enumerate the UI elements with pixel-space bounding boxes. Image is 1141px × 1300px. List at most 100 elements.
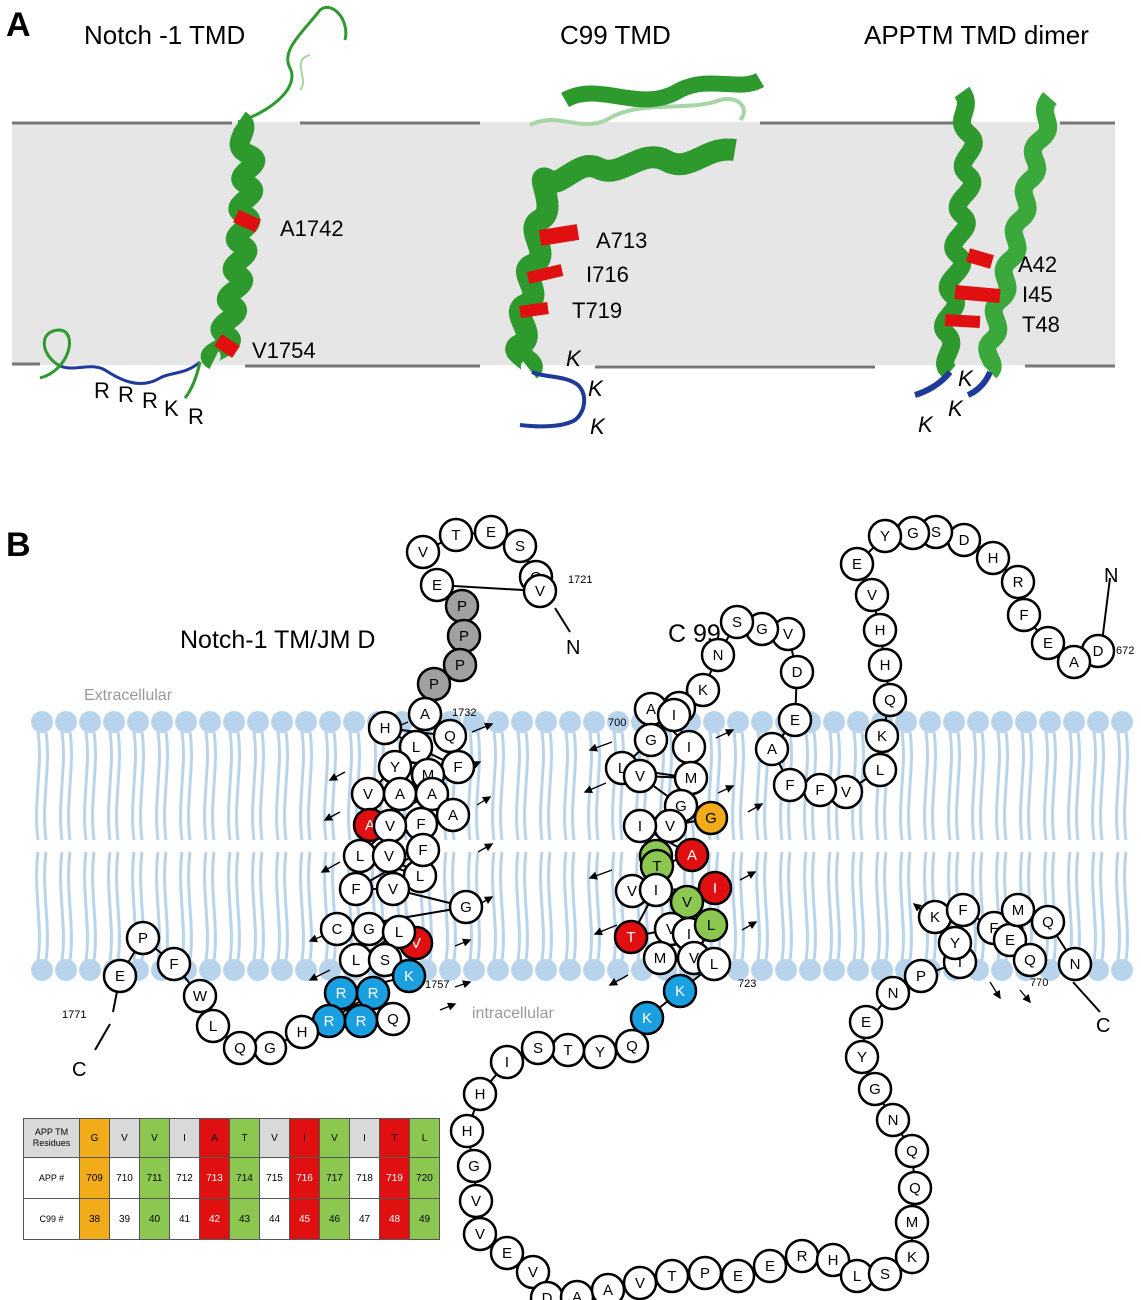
- notch-c-terminus: C: [72, 1059, 86, 1081]
- residue-circle: [473, 514, 509, 550]
- table-cell: 717: [319, 1157, 350, 1199]
- lipid-tail: [995, 731, 1001, 841]
- residue-letter: I: [638, 818, 642, 835]
- lipid-head: [751, 711, 773, 733]
- residue-circle: [448, 889, 484, 925]
- lipid-tail: [827, 851, 833, 961]
- residue-circle: [489, 1235, 525, 1271]
- arrow-head: [608, 978, 619, 986]
- residue-circle: [815, 1242, 851, 1278]
- lipid-tail: [611, 851, 617, 961]
- residue-letter: Q: [387, 1011, 399, 1028]
- lipid-tail: [283, 731, 289, 841]
- lipid-head: [79, 711, 101, 733]
- residue-letter: F: [815, 782, 824, 799]
- residue-letter: E: [790, 712, 800, 729]
- lipid-tail: [899, 731, 905, 841]
- lipid-head: [271, 711, 293, 733]
- arrow-head: [724, 785, 735, 793]
- residue-circle: [685, 672, 721, 708]
- table-cell: 42: [199, 1198, 230, 1240]
- residue-circle: [442, 647, 478, 683]
- residue-letter: A: [603, 1282, 613, 1299]
- lipid-tail: [907, 851, 913, 961]
- residue-letter: V: [689, 950, 699, 967]
- arrow-head: [724, 729, 735, 737]
- residue-letter: V: [635, 768, 645, 785]
- lipid-tail: [835, 851, 841, 961]
- residue-circle: [638, 872, 674, 908]
- lipid-head: [943, 711, 965, 733]
- residue-numbers: 1721 1732 1757 1771 700 723 770 672: [62, 574, 1134, 1021]
- residue-letter: G: [468, 1158, 480, 1175]
- residue-letter: G: [705, 810, 717, 827]
- residue-circle: [284, 1014, 320, 1050]
- residue-circle: [590, 1272, 626, 1300]
- residue-circle: [375, 871, 411, 907]
- arrow-head: [1022, 994, 1031, 1004]
- lipid-tail: [883, 851, 889, 961]
- residue-circle: [125, 920, 161, 956]
- residue-letter: L: [853, 1268, 861, 1285]
- table-cell: 719: [379, 1157, 410, 1199]
- num-672: 672: [1116, 645, 1134, 657]
- residue-letter: Y: [950, 935, 960, 952]
- lipid-tail: [1091, 731, 1097, 841]
- lipid-tail: [131, 731, 137, 841]
- residue-circle: [864, 718, 900, 754]
- lipid-tail: [211, 851, 217, 961]
- apptm-dimer-structure: [914, 86, 1058, 398]
- residue-letter: D: [959, 532, 970, 549]
- residue-letter: V: [867, 587, 877, 604]
- lipid-tail: [275, 851, 281, 961]
- lipid-tail: [299, 731, 305, 841]
- label-t719: T719: [572, 298, 622, 323]
- table-cell: 713: [199, 1157, 230, 1199]
- lipid-head: [703, 711, 725, 733]
- residue-letter: V: [535, 583, 545, 600]
- arrow-head: [481, 796, 492, 805]
- lipid-tail: [587, 851, 593, 961]
- residue-letter: M: [906, 1214, 919, 1231]
- lipid-tail: [475, 731, 481, 841]
- residue-circle: [458, 1183, 494, 1219]
- lipid-tail: [1115, 731, 1121, 841]
- lipid-head: [607, 711, 629, 733]
- residue-letter: N: [888, 1112, 899, 1129]
- table-cell: 714: [229, 1157, 260, 1199]
- lipid-tail: [955, 731, 961, 841]
- lipid-head: [583, 711, 605, 733]
- residue-letter: V: [841, 784, 851, 801]
- lipid-head: [847, 711, 869, 733]
- lipid-tail: [947, 731, 953, 841]
- lipid-tail: [1115, 851, 1121, 961]
- lipid-tail: [1091, 851, 1097, 961]
- residue-letter: S: [515, 538, 525, 555]
- table-cell: T: [229, 1118, 260, 1158]
- notch-basic-r4: R: [188, 404, 204, 429]
- residue-circle: [102, 958, 138, 994]
- residue-letter: L: [356, 848, 364, 865]
- lipid-tail: [107, 731, 113, 841]
- residue-circle: [449, 1113, 485, 1149]
- notch-n-terminus: N: [566, 637, 580, 659]
- lipid-head: [343, 711, 365, 733]
- residue-letter: Q: [1042, 914, 1054, 931]
- residue-circle: [462, 1076, 498, 1112]
- residue-letter: R: [324, 1013, 335, 1030]
- residue-circle: [754, 731, 790, 767]
- residue-circle: [875, 975, 911, 1011]
- residue-letter: R: [1013, 574, 1024, 591]
- residue-letter: H: [380, 720, 391, 737]
- residue-circle: [381, 914, 417, 950]
- lipid-tail: [331, 851, 337, 961]
- residue-letter: V: [666, 921, 676, 938]
- table-cell: 48: [379, 1198, 410, 1240]
- lipid-tail: [739, 851, 745, 961]
- lipid-tail: [307, 731, 313, 841]
- lipid-tail: [35, 851, 41, 961]
- residue-letter: Y: [595, 1044, 605, 1061]
- residue-letter: F: [989, 920, 998, 937]
- residue-letter: K: [877, 728, 887, 745]
